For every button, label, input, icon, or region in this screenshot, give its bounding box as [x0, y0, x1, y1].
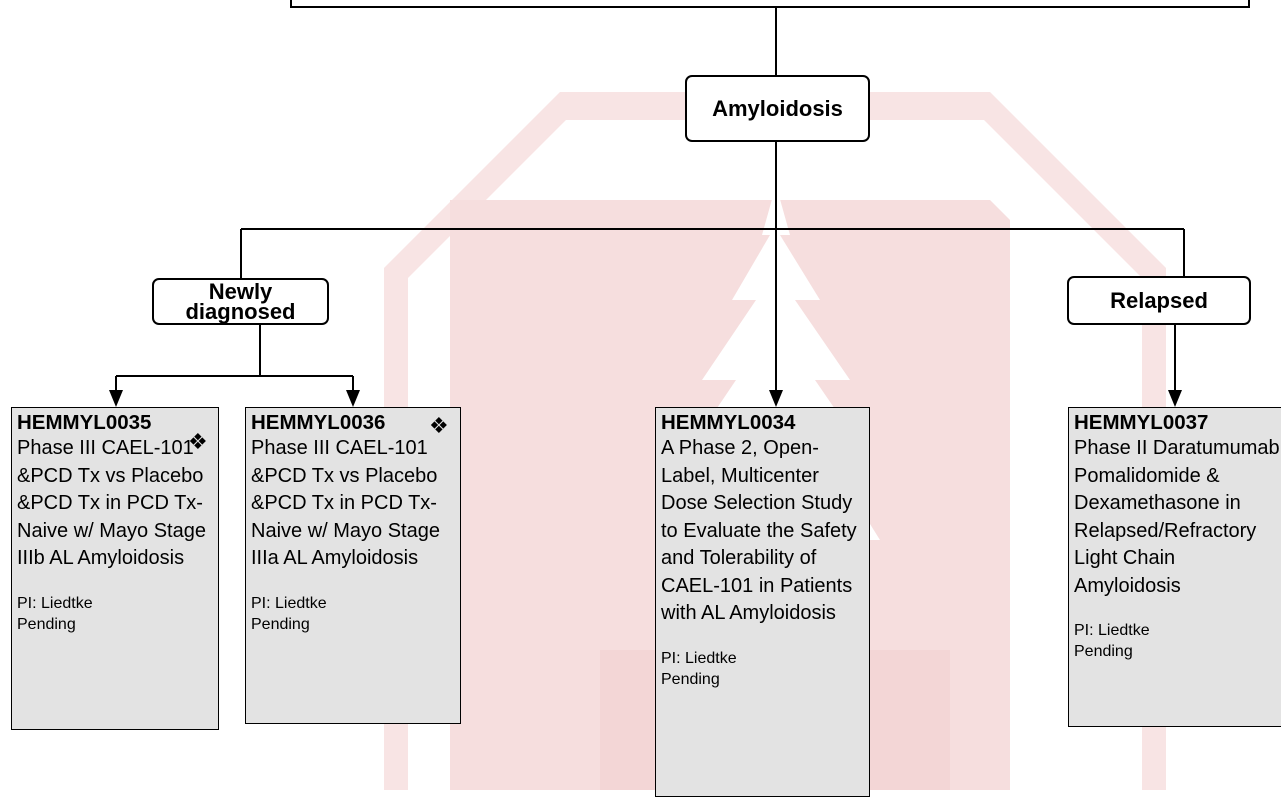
node-label-line2: diagnosed: [185, 298, 296, 324]
trial-status: Pending: [1074, 643, 1133, 660]
arrowhead: [1168, 390, 1182, 407]
node-amyloidosis: Amyloidosis: [685, 75, 870, 142]
trial-pi: PI: Liedtke: [251, 594, 327, 612]
trial-pi: PI: Liedtke: [1074, 622, 1150, 639]
trial-status: Pending: [17, 615, 76, 633]
trial-title: Phase III CAEL-101 &PCD Tx vs Placebo &P…: [17, 437, 206, 569]
node-label: Relapsed: [1110, 287, 1208, 313]
diamond-cluster-icon: ❖: [429, 413, 449, 438]
trial-card-hemmyl0037: HEMMYL0037 Phase II Daratumumab Pomalido…: [1068, 407, 1281, 727]
diamond-cluster-icon: ❖: [188, 429, 208, 454]
arrowhead: [346, 390, 360, 407]
arrowhead: [769, 390, 783, 407]
trial-pi: PI: Liedtke: [661, 649, 737, 667]
node-newly-diagnosed: Newly diagnosed: [152, 278, 329, 325]
trial-title: Phase III CAEL-101 &PCD Tx vs Placebo &P…: [251, 437, 440, 569]
trial-title: A Phase 2, Open-Label, Multicenter Dose …: [661, 437, 857, 624]
trial-id: HEMMYL0036: [251, 411, 386, 434]
trial-pi: PI: Liedtke: [17, 594, 93, 612]
trial-id: HEMMYL0035: [17, 411, 152, 434]
trial-id: HEMMYL0037: [1074, 411, 1209, 434]
node-relapsed: Relapsed: [1067, 276, 1251, 325]
top-frame-edge: [290, 0, 1250, 8]
trial-status: Pending: [251, 615, 310, 633]
trial-status: Pending: [661, 670, 720, 688]
node-label: Amyloidosis: [712, 95, 843, 121]
trial-card-hemmyl0035: HEMMYL0035 Phase III CAEL-101 &PCD Tx vs…: [11, 407, 219, 730]
trial-title: Phase II Daratumumab Pomalidomide & Dexa…: [1074, 437, 1280, 597]
trial-card-hemmyl0036: HEMMYL0036 Phase III CAEL-101 &PCD Tx vs…: [245, 407, 461, 724]
trial-id: HEMMYL0034: [661, 411, 796, 434]
arrowhead: [109, 390, 123, 407]
trial-card-hemmyl0034: HEMMYL0034 A Phase 2, Open-Label, Multic…: [655, 407, 870, 797]
node-label-line1: Newly: [208, 278, 273, 304]
